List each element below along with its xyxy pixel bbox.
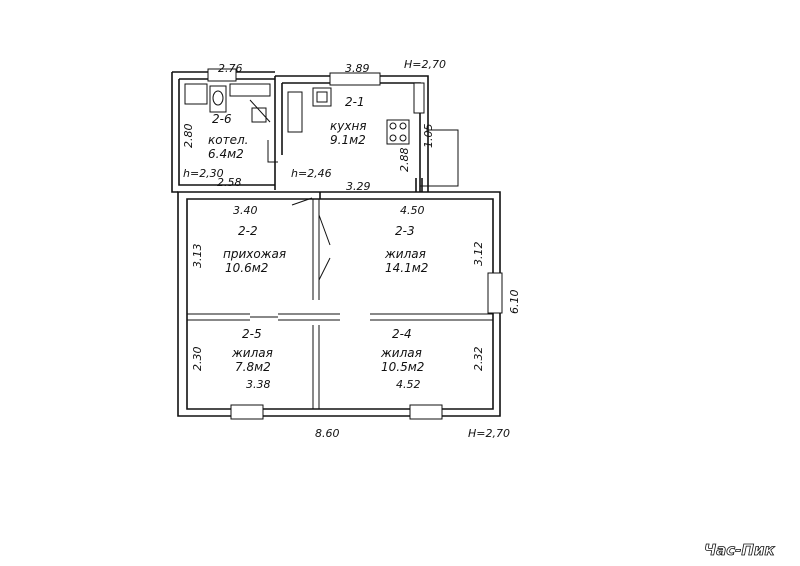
dim-kitchen-height: h=2,46	[291, 167, 332, 180]
room-area: 10.6м2	[225, 261, 268, 275]
room-2-5: 2-5 жилая 7.8м2	[231, 327, 273, 374]
dim-room3-side: 3.12	[472, 242, 485, 267]
boiler-fixture	[184, 83, 208, 105]
dim-hall-top: 3.40	[233, 204, 258, 217]
dim-hall-side: 3.13	[191, 244, 204, 269]
dim-boiler-bottom: 2.58	[217, 176, 242, 189]
dim-room5-side: 2.30	[191, 347, 204, 372]
room-area: 10.5м2	[381, 360, 424, 374]
room-name: жилая	[380, 346, 422, 360]
room-number: 2-6	[212, 112, 232, 126]
stair-fixture	[229, 83, 271, 97]
room-name: прихожая	[223, 247, 286, 261]
watermark-logo: Час-Пик	[704, 541, 775, 559]
room-number: 2-5	[242, 327, 262, 341]
stove-fixture	[287, 91, 303, 133]
room-2-3: 2-3 жилая 14.1м2	[384, 224, 428, 275]
dim-room4-side: 2.32	[472, 347, 485, 372]
dim-room3-top: 4.50	[400, 204, 425, 217]
dim-room5-bottom: 3.38	[246, 378, 271, 391]
dim-boiler-side: 2.80	[182, 124, 195, 149]
dim-top-left: 2.76	[218, 62, 243, 75]
windows	[207, 68, 503, 420]
dim-boiler-height: h=2,30	[183, 167, 224, 180]
dimension-labels: 2.76 3.89 H=2,70 2.80 h=2,30 2.58 h=2,46…	[182, 58, 521, 440]
room-2-4: 2-4 жилая 10.5м2	[380, 327, 424, 374]
dim-height-bottom: H=2,70	[468, 427, 510, 440]
washbasin-fixture	[209, 85, 227, 113]
fixtures	[184, 83, 410, 145]
dim-top-right: 3.89	[345, 62, 370, 75]
sink-fixture	[312, 87, 332, 107]
room-area: 6.4м2	[208, 147, 244, 161]
room-name: котел.	[208, 133, 248, 147]
room-2-6: 2-6 котел. 6.4м2	[208, 112, 248, 161]
room-area: 9.1м2	[330, 133, 366, 147]
room-name: жилая	[231, 346, 273, 360]
cooktop-fixture	[386, 119, 410, 145]
dim-small-side: 1.05	[422, 124, 435, 149]
dim-overall-bottom: 8.60	[315, 427, 340, 440]
walls	[171, 71, 501, 417]
room-number: 2-4	[392, 327, 412, 341]
room-number: 2-1	[345, 95, 365, 109]
room-number: 2-2	[238, 224, 258, 238]
room-name: жилая	[384, 247, 426, 261]
dim-room4-bottom: 4.52	[396, 378, 421, 391]
room-name: кухня	[330, 119, 367, 133]
dim-height-top: H=2,70	[404, 58, 446, 71]
room-area: 14.1м2	[385, 261, 428, 275]
dim-kitchen-bottom: 3.29	[346, 180, 371, 193]
dim-overall-side: 6.10	[508, 290, 521, 315]
dim-kitchen-side: 2.88	[398, 148, 411, 173]
room-2-2: 2-2 прихожая 10.6м2	[223, 224, 286, 275]
room-number: 2-3	[395, 224, 415, 238]
room-2-1: 2-1 кухня 9.1м2	[330, 95, 367, 147]
room-area: 7.8м2	[235, 360, 271, 374]
